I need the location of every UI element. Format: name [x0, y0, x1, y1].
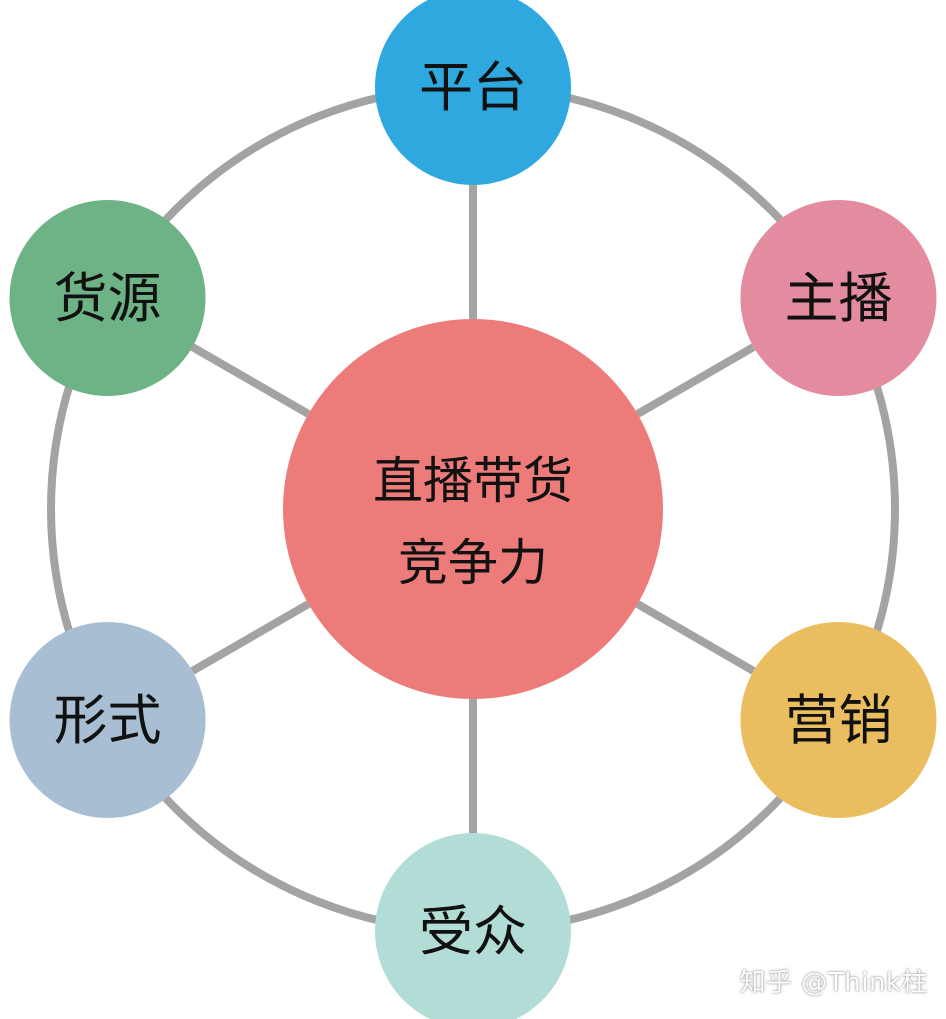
- node-2: 营销: [740, 622, 937, 818]
- center-label-line2: 竞争力: [398, 534, 548, 592]
- node-4: 形式: [9, 622, 206, 818]
- center-label-line1: 直播带货: [373, 452, 573, 510]
- watermark: 知乎 @Think柱: [739, 968, 928, 998]
- node-label-2: 营销: [784, 689, 892, 752]
- node-label-3: 受众: [419, 900, 527, 963]
- node-circle-1: [740, 200, 937, 396]
- node-label-4: 形式: [54, 689, 162, 752]
- center-circle: [283, 319, 663, 699]
- spoke-2: [635, 600, 756, 675]
- node-label-5: 货源: [54, 267, 162, 330]
- spoke-4: [190, 600, 311, 675]
- spoke-5: [190, 343, 311, 418]
- node-0: 平台: [375, 0, 571, 185]
- node-1: 主播: [740, 200, 937, 396]
- node-circle-4: [9, 622, 206, 818]
- node-3: 受众: [375, 833, 571, 1019]
- node-circle-2: [740, 622, 937, 818]
- node-5: 货源: [9, 200, 206, 396]
- node-circle-5: [9, 200, 206, 396]
- node-label-0: 平台: [419, 56, 527, 119]
- node-circle-0: [375, 0, 571, 185]
- center-node: 直播带货 竞争力: [283, 319, 663, 699]
- node-circle-3: [375, 833, 571, 1019]
- node-label-1: 主播: [784, 267, 892, 330]
- spoke-1: [635, 343, 756, 418]
